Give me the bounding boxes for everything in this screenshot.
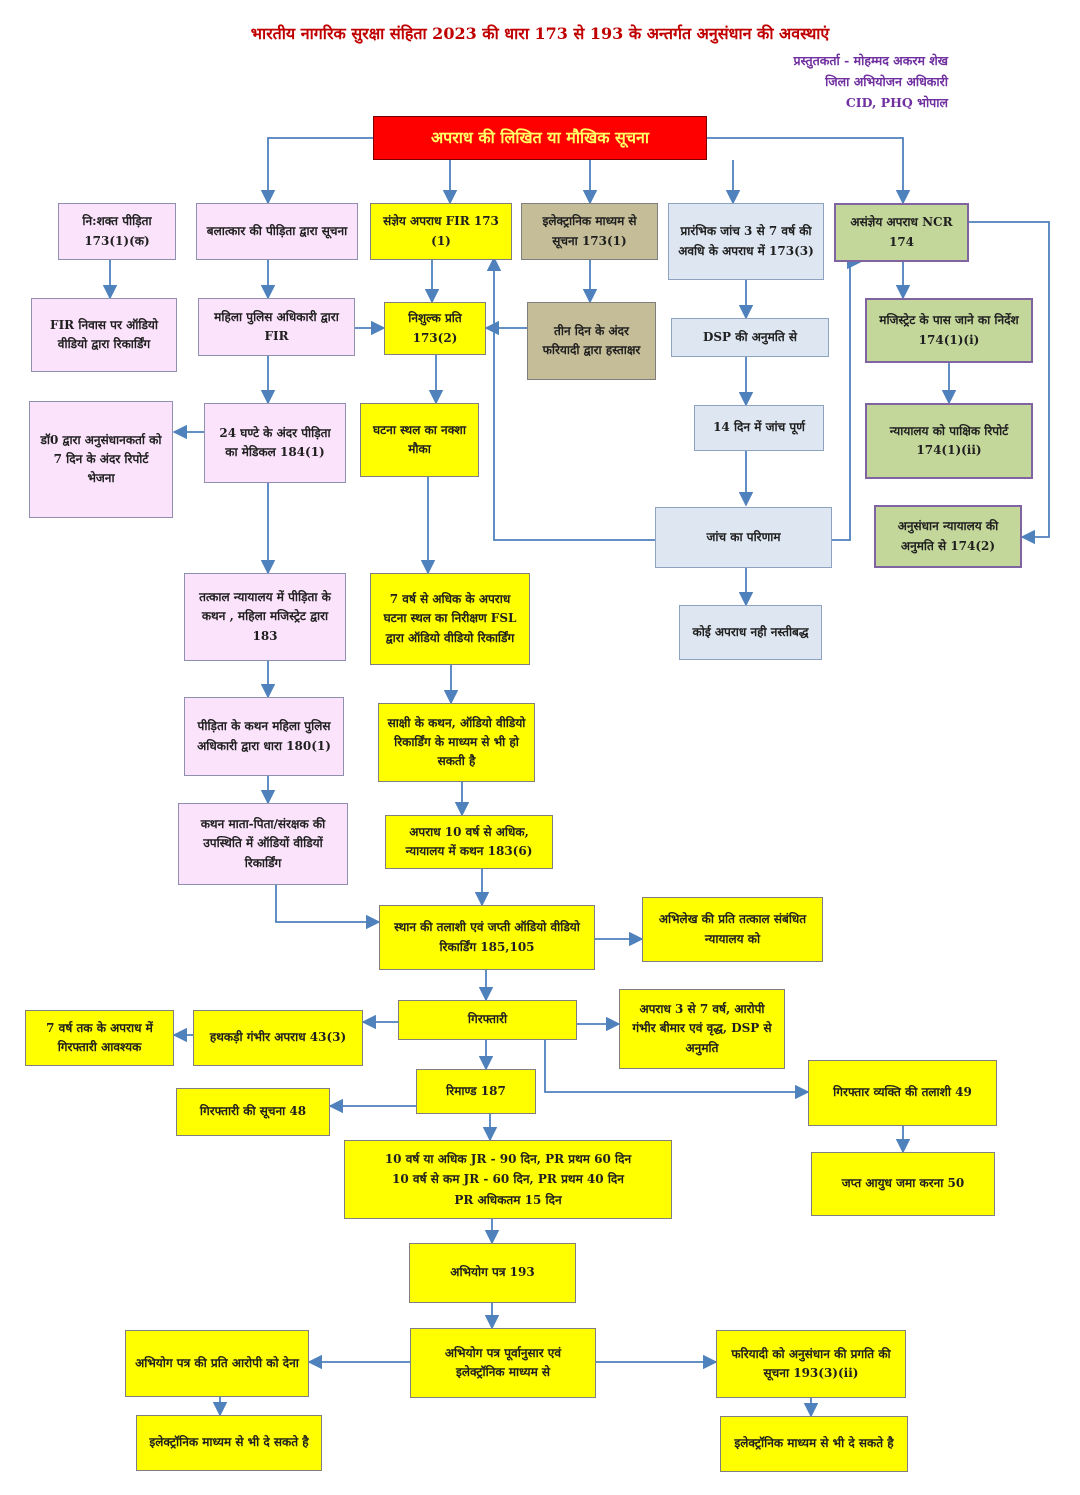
remand-period-line-1: 10 वर्ष या अधिक JR - 90 दिन, PR प्रथम 60… <box>384 1151 632 1166</box>
node-fourteen-days: 14 दिन में जांच पूर्ण <box>694 405 824 451</box>
node-witness-statement: साक्षी के कथन, ऑडियो वीडियो रिकार्डिंग क… <box>378 703 535 782</box>
node-remand-periods: 10 वर्ष या अधिक JR - 90 दिन, PR प्रथम 60… <box>344 1140 672 1219</box>
node-arrest: गिरफ्तारी <box>398 1000 577 1040</box>
arrow-result-cognizable <box>486 256 655 541</box>
remand-period-line-3: PR अधिकतम 15 दिन <box>454 1192 562 1207</box>
node-electronic-copy-right: इलेक्ट्रॉनिक माध्यम से भी दे सकते है <box>720 1416 908 1472</box>
node-woman-officer-fir: महिला पुलिस अधिकारी द्वारा FIR <box>198 298 355 356</box>
node-statement-magistrate: तत्काल न्यायालय में पीड़िता के कथन , महि… <box>184 573 346 661</box>
node-arrestee-search: गिरफ्तार व्यक्ति की तलाशी 49 <box>808 1060 997 1126</box>
node-magistrate-direction: मजिस्ट्रेट के पास जाने का निर्देश 174(1)… <box>865 298 1033 363</box>
node-rape-victim: बलात्कार की पीड़िता द्वारा सूचना <box>196 203 358 260</box>
node-ten-years-statement: अपराध 10 वर्ष से अधिक, न्यायालय में कथन … <box>385 815 553 869</box>
node-arrest-condition: अपराध 3 से 7 वर्ष, आरोपी गंभीर बीमार एवं… <box>619 989 785 1069</box>
node-copy-to-accused: अभियोग पत्र की प्रति आरोपी को देना <box>125 1330 309 1397</box>
node-remand: रिमाण्ड 187 <box>416 1069 536 1114</box>
arrow-ncr-investigation <box>969 221 1050 545</box>
node-fsl-inspection: 7 वर्ष से अधिक के अपराध घटना स्थल का निर… <box>370 573 530 665</box>
node-record-copy: अभिलेख की प्रति तत्काल संबंधित न्यायालय … <box>642 897 823 962</box>
remand-period-line-2: 10 वर्ष से कम JR - 60 दिन, PR प्रथम 40 द… <box>392 1172 624 1187</box>
node-fir-at-home: FIR निवास पर ऑडियो वीडियो द्वारा रिकार्ड… <box>31 298 177 372</box>
node-parents-presence: कथन माता-पिता/संरक्षक की उपस्थिति में ऑड… <box>178 803 348 885</box>
node-dsp-permission: DSP की अनुमति से <box>671 318 829 357</box>
node-no-offence: कोई अपराध नही नस्तीबद्ध <box>679 605 822 660</box>
node-arrest-information: गिरफ्तारी की सूचना 48 <box>176 1088 330 1136</box>
node-non-cognizable: असंज्ञेय अपराध NCR 174 <box>834 203 969 262</box>
page-title: भारतीय नागरिक सुरक्षा संहिता 2023 की धार… <box>250 24 830 43</box>
arrow-root-rape <box>260 137 373 205</box>
node-chargesheet-electronic: अभियोग पत्र पूर्वानुसार एवं इलेक्ट्रॉनिक… <box>410 1328 596 1398</box>
node-chargesheet: अभियोग पत्र 193 <box>409 1243 576 1303</box>
node-doctor-report: डॉ0 द्वारा अनुसंधानकर्ता को 7 दिन के अंद… <box>29 401 173 518</box>
author-name: प्रस्तुतकर्ता - मोहम्मद अकरम शेख <box>793 53 948 68</box>
node-root-information: अपराध की लिखित या मौखिक सूचना <box>373 116 707 160</box>
author-office: CID, PHQ भोपाल <box>845 95 948 110</box>
node-handcuff: हथकड़ी गंभीर अपराध 43(3) <box>193 1010 363 1066</box>
node-medical-examination: 24 घण्टे के अंदर पीड़िता का मेडिकल 184(1… <box>204 403 346 483</box>
node-free-copy: निशुल्क प्रति 173(2) <box>384 302 486 355</box>
arrow-parents-search <box>275 885 381 930</box>
node-disabled-victim: नि:शक्त पीड़िता 173(1)(क) <box>58 203 176 260</box>
node-inquiry-result: जांच का परिणाम <box>655 507 832 568</box>
node-preliminary-inquiry: प्रारंभिक जांच 3 से 7 वर्ष की अवधि के अप… <box>668 203 824 280</box>
node-complainant-progress: फरियादी को अनुसंधान की प्रगति की सूचना 1… <box>716 1330 906 1398</box>
arrow-result-ncr <box>832 254 862 541</box>
author-designation: जिला अभियोजन अधिकारी <box>825 74 948 89</box>
node-search-seizure: स्थान की तलाशी एवं जप्ती ऑडियो वीडियो रि… <box>379 905 595 970</box>
node-seized-weapon: जप्त आयुध जमा करना 50 <box>811 1152 995 1216</box>
node-electronic-copy-left: इलेक्ट्रॉनिक माध्यम से भी दे सकते है <box>136 1415 322 1471</box>
node-investigation-permission: अनुसंधान न्यायालय की अनुमति से 174(2) <box>874 505 1022 568</box>
node-court-fortnight-report: न्यायालय को पाक्षिक रिपोर्ट 174(1)(ii) <box>865 403 1033 479</box>
arrow-root-ncr <box>707 137 911 205</box>
node-electronic-information: इलेक्ट्रानिक माध्यम से सूचना 173(1) <box>521 203 658 260</box>
node-three-days-signature: तीन दिन के अंदर फरियादी द्वारा हस्ताक्षर <box>527 302 656 380</box>
node-statement-officer: पीड़िता के कथन महिला पुलिस अधिकारी द्वार… <box>184 697 344 776</box>
node-cognizable-offence: संज्ञेय अपराध FIR 173 (1) <box>370 203 512 260</box>
node-seven-years-arrest: 7 वर्ष तक के अपराध में गिरफ्तारी आवश्यक <box>25 1010 174 1066</box>
arrow-arrest-search-person <box>544 1040 810 1100</box>
node-spot-map: घटना स्थल का नक्शा मौका <box>360 403 479 477</box>
